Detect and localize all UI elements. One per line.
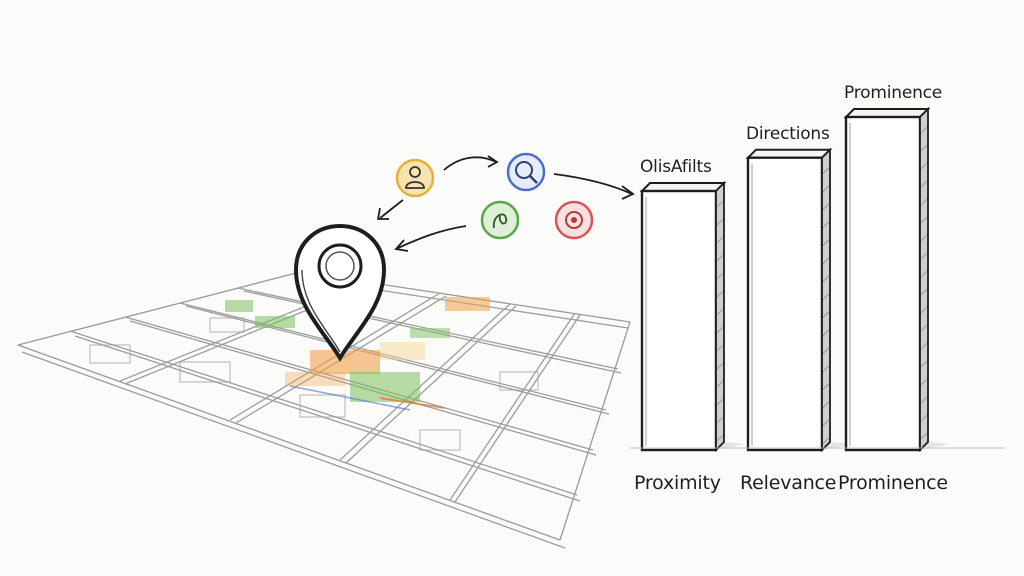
- bar-bottom-label: Relevance: [740, 472, 837, 494]
- arrow-head: [376, 207, 389, 220]
- arrow-head: [394, 239, 409, 252]
- bar-top-label: Directions: [746, 123, 830, 144]
- yellow-block: [380, 342, 425, 360]
- person-icon: [395, 158, 435, 198]
- green-block: [410, 328, 450, 338]
- bar-group: [639, 106, 950, 453]
- plant-icon: [480, 200, 520, 240]
- bar-top-label: OlisAfilts: [640, 157, 712, 177]
- search-icon: [506, 152, 546, 192]
- arrow: [553, 173, 633, 195]
- green-block: [350, 372, 420, 402]
- flow-arrows: [376, 155, 635, 252]
- arrow-head: [621, 185, 635, 200]
- arrow: [379, 199, 404, 219]
- target-icon: [554, 200, 594, 240]
- arrow-head: [487, 155, 499, 168]
- orange-block: [285, 372, 345, 386]
- bar-top-label: Prominence: [844, 83, 943, 103]
- orange-block: [445, 297, 490, 311]
- bar: [745, 147, 852, 453]
- map-pin-icon: [293, 223, 387, 362]
- bar: [843, 106, 950, 453]
- orange-block: [310, 350, 380, 374]
- green-block: [255, 316, 295, 328]
- bar-bottom-label: Proximity: [634, 472, 721, 494]
- arrow: [397, 225, 467, 249]
- map-highlights: [225, 297, 490, 411]
- bar: [639, 180, 746, 453]
- arrow: [443, 156, 497, 171]
- bar-bottom-label: Prominence: [838, 472, 948, 494]
- green-block: [225, 300, 253, 312]
